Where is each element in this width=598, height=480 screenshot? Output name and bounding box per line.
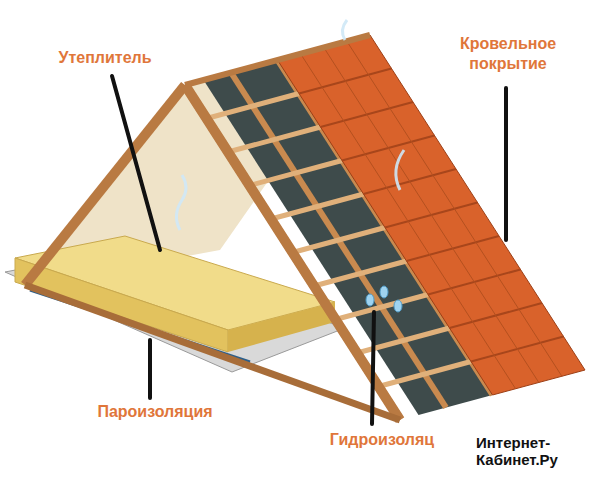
watermark: Интернет- Кабинет.Ру <box>476 434 576 469</box>
part-label: Утеплитель <box>40 48 170 68</box>
part-label: Пароизоляция <box>70 402 240 422</box>
part-label: Гидроизоляц <box>302 430 462 450</box>
part-label: Кровельное покрытие <box>428 34 588 74</box>
